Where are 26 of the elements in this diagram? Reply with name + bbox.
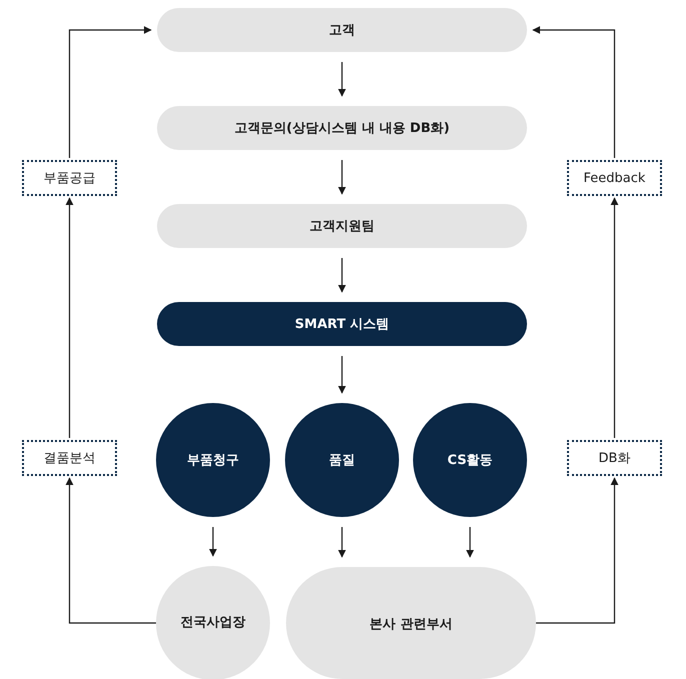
process-box: 본사 관련부서 (286, 567, 536, 679)
arrow (338, 527, 346, 558)
arrow (66, 477, 156, 624)
process-circle: 전국사업장 (156, 566, 270, 679)
dotted-box: DB화 (567, 440, 662, 476)
arrow (338, 62, 346, 97)
dotted-box: Feedback (567, 160, 662, 196)
process-box: 고객 (157, 8, 527, 52)
process-circle: 부품청구 (156, 403, 270, 517)
arrow (466, 527, 474, 558)
arrow (532, 26, 616, 158)
process-circle: CS활동 (413, 403, 527, 517)
arrow (338, 258, 346, 293)
dotted-box: 부품공급 (22, 160, 117, 196)
process-circle: 품질 (285, 403, 399, 517)
system-box: SMART 시스템 (157, 302, 527, 346)
process-box: 고객문의(상담시스템 내 내용 DB화) (157, 106, 527, 150)
process-box: 고객지원팀 (157, 204, 527, 248)
dotted-box: 결품분석 (22, 440, 117, 476)
arrow (209, 527, 217, 557)
arrow (610, 197, 618, 438)
arrow (66, 197, 74, 438)
arrow (68, 26, 152, 158)
arrow (536, 477, 618, 624)
arrow (338, 356, 346, 394)
arrow (338, 160, 346, 195)
